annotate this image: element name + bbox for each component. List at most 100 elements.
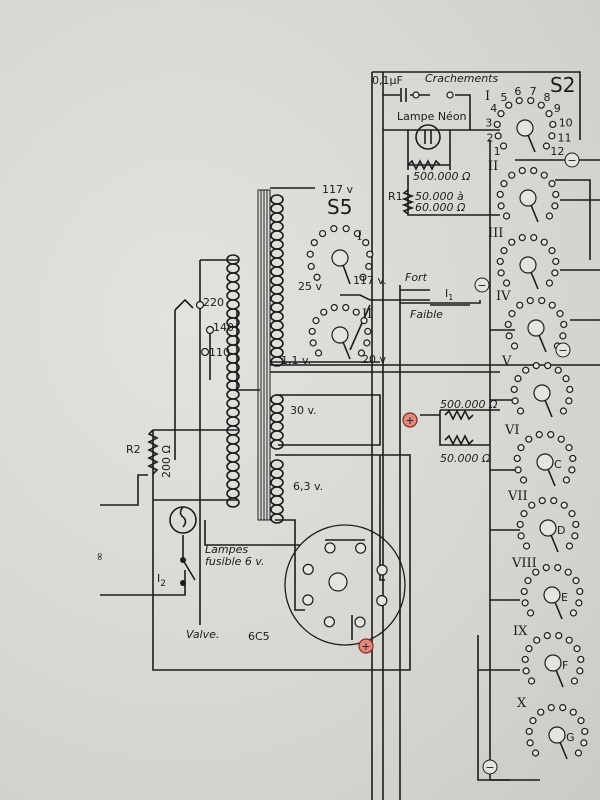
tap-220-label: 220	[203, 296, 224, 309]
neon-lamp-icon	[415, 124, 441, 150]
transformer-core	[257, 189, 271, 521]
s2-wafer-label: I	[485, 89, 490, 104]
res-500k-label: 500.000 Ω	[413, 170, 471, 183]
secondary-6-3v-label: 6,3 v.	[293, 480, 323, 493]
pin-number: 10	[559, 116, 573, 129]
pin-number: 5	[501, 91, 508, 104]
plus-terminal-icon[interactable]: +	[358, 638, 374, 654]
s2-wafer-label: V	[501, 354, 512, 369]
wafer-letter: F	[562, 659, 568, 672]
svg-text:+: +	[405, 414, 414, 427]
svg-text:−: −	[567, 154, 576, 167]
s2-title: S2	[550, 73, 575, 97]
pin-number: 8	[543, 91, 550, 104]
secondary-winding-6-3v	[270, 459, 284, 524]
valve-socket	[284, 524, 406, 646]
s5-wafer-ii: II	[362, 307, 372, 322]
r1-value-1: 50.000 à	[415, 190, 464, 203]
resistor-r1-icon	[401, 189, 415, 215]
faible-label: Faible	[410, 308, 443, 321]
resistor-50k-icon	[444, 434, 474, 446]
valve-pin	[376, 564, 388, 576]
secondary-30v-label: 30 v.	[290, 404, 317, 417]
r2-value: 200 Ω	[160, 445, 173, 478]
s2-wafer-5[interactable]	[510, 361, 574, 418]
s2-wafer-label: IV	[496, 289, 511, 304]
s2-wafer-4[interactable]	[504, 296, 568, 353]
primary-winding	[226, 254, 240, 508]
svg-text:−: −	[485, 761, 494, 774]
wafer-letter: E	[561, 591, 568, 604]
plus-terminal-2-icon[interactable]: +	[402, 412, 418, 428]
valve-pin	[302, 563, 314, 575]
minus-terminal-i1-icon[interactable]: −	[474, 277, 490, 293]
valve-type: 6C5	[248, 630, 270, 643]
s5-1-1v-label: 1,1 v.	[281, 354, 311, 367]
pin-number: 4	[490, 102, 497, 115]
tap-110-label: 110	[209, 346, 230, 359]
s5-117v-tap-label: 117 v.	[353, 274, 387, 287]
pin-number: 1	[494, 145, 501, 158]
valve-pin	[323, 616, 335, 628]
minus-terminal-icon[interactable]: −	[564, 152, 580, 168]
valve-pin	[354, 616, 366, 628]
valve-label: Valve.	[186, 628, 219, 641]
right-res-50k-label: 50.000 Ω	[440, 452, 491, 465]
r2-label: R2	[126, 443, 141, 456]
s2-wafer-label: III	[488, 226, 503, 241]
resistor-500k-icon	[407, 159, 441, 171]
capacitor-icon	[400, 88, 407, 102]
pin-number: 12	[550, 145, 564, 158]
valve-pin	[376, 595, 388, 607]
s2-wafer-8[interactable]	[520, 563, 584, 620]
neon-lamp-label: Lampe Néon	[397, 110, 467, 123]
s2-wafer-2[interactable]	[496, 166, 560, 223]
s2-wafer-6[interactable]	[513, 430, 577, 487]
secondary-winding-s5	[270, 194, 284, 367]
fort-label: Fort	[405, 271, 428, 284]
s2-wafer-label: VI	[504, 423, 520, 438]
s5-wafer-ii-switch[interactable]	[308, 303, 372, 360]
r1-label: R1	[388, 190, 403, 203]
s5-117v-label: 117 v	[322, 183, 353, 196]
s2-wafer-label: VII	[507, 489, 528, 504]
s5-25v-label: 25 v	[298, 280, 322, 293]
s2-wafer-label: II	[488, 159, 498, 174]
lamp-fuse-label-1: Lampes	[205, 543, 248, 556]
valve-pin	[302, 594, 314, 606]
tap-140-label: 140	[213, 321, 234, 334]
svg-text:+: +	[361, 640, 370, 653]
s2-wafer-10[interactable]	[525, 703, 589, 760]
wafer-letter: D	[557, 524, 565, 537]
resistor-500k-b-icon	[444, 409, 474, 421]
pin-number: 3	[485, 116, 492, 129]
mains-plug-icon: ∞	[93, 552, 106, 561]
wafer-letter: C	[554, 458, 562, 471]
i2-label: I2	[157, 572, 166, 589]
i1-label: I1	[445, 287, 453, 302]
lamp-fuse-label-2: fusible 6 v.	[205, 555, 265, 568]
s5-wafer-i: I	[357, 229, 362, 244]
wires	[100, 71, 600, 800]
crachements-label: Crachements	[425, 72, 498, 85]
secondary-winding-30v	[270, 394, 284, 450]
fuse-lamp-icon	[169, 506, 197, 534]
valve-pin	[324, 542, 336, 554]
s2-wafer-7[interactable]	[516, 496, 580, 553]
pin-number: 6	[514, 85, 521, 98]
svg-text:−: −	[558, 344, 567, 357]
s2-wafer-9[interactable]	[521, 631, 585, 688]
right-res-500k-label: 500.000 Ω	[440, 398, 498, 411]
s5-wafer-i-switch[interactable]	[306, 225, 374, 285]
minus-terminal-bottom-icon[interactable]: −	[482, 759, 498, 775]
s2-wafer-label: IX	[513, 624, 528, 639]
r1-value-2: 60.000 Ω	[415, 201, 466, 214]
s5-title: S5	[327, 195, 352, 219]
minus-terminal-iv-icon[interactable]: −	[555, 342, 571, 358]
pin-number: 7	[530, 85, 537, 98]
pin-number: 11	[558, 131, 572, 144]
s2-wafer-3[interactable]	[496, 233, 560, 290]
svg-text:−: −	[477, 279, 486, 292]
